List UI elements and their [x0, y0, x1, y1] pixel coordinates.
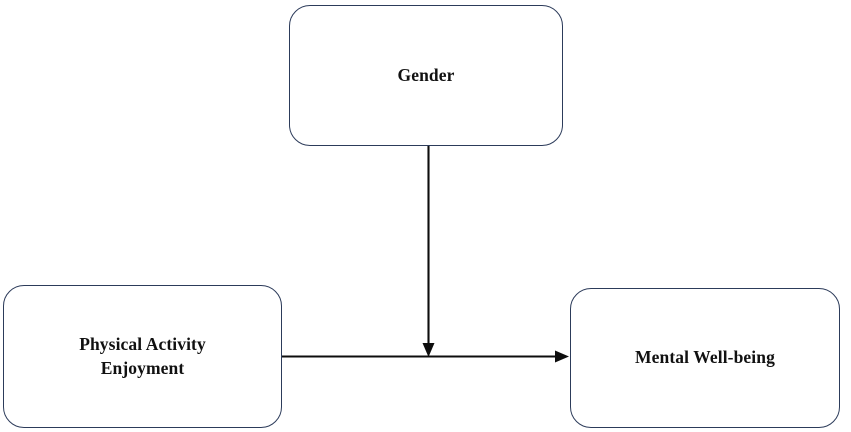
node-gender[interactable]: Gender	[289, 5, 563, 146]
arrowhead-down-icon	[422, 343, 435, 357]
arrowhead-right-icon	[555, 350, 569, 363]
node-mental-well-being-label: Mental Well-being	[635, 347, 775, 368]
edge-gender-to-path	[422, 146, 435, 357]
node-physical-activity-enjoyment[interactable]: Physical Activity Enjoyment	[3, 285, 282, 428]
node-gender-label: Gender	[397, 64, 455, 85]
node-physical-activity-enjoyment-label: Physical Activity Enjoyment	[79, 333, 206, 378]
edge-predictor-to-outcome	[282, 350, 569, 363]
node-mental-well-being[interactable]: Mental Well-being	[570, 288, 840, 428]
